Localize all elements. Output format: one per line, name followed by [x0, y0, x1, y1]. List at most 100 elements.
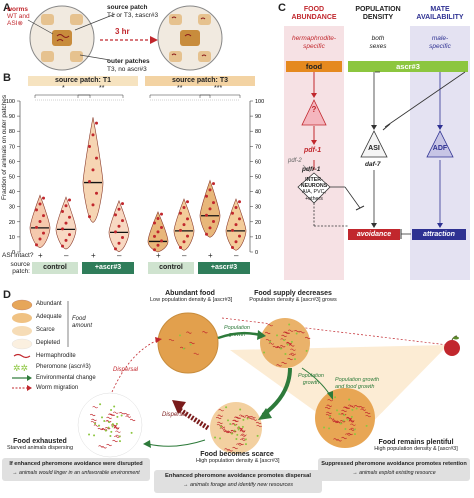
worm — [129, 418, 136, 422]
attraction-box: attraction — [412, 229, 466, 240]
pheromone-speck — [225, 406, 228, 409]
pop-growth2: growth — [228, 331, 246, 338]
migration-icon — [27, 385, 32, 391]
exhausted-sub: Starved animals dispersing — [6, 445, 74, 451]
inter-line4: +others — [305, 195, 323, 202]
legend-abundant: Abundant — [36, 301, 62, 307]
data-point — [205, 213, 208, 217]
population-density-header: POPULATION DENSITY — [348, 6, 408, 22]
box1-title: If enhanced pheromone avoidance were dis… — [9, 461, 143, 467]
pdf1-label: pdf-1 — [304, 147, 322, 154]
scarce-swatch — [12, 326, 32, 336]
pheromone-speck — [111, 425, 114, 428]
pheromone-speck — [182, 347, 185, 350]
pheromone-speck — [286, 343, 289, 346]
col3-line1: MATE — [430, 6, 450, 13]
pheromone-speck — [348, 398, 351, 401]
pheromone-speck — [109, 434, 112, 437]
group2-title: source patch: T3 — [145, 76, 255, 86]
pop-growth-label-1: Population growth — [224, 325, 250, 338]
asi-intact-label: ASI intact? — [2, 252, 34, 259]
pheromone-speck — [230, 432, 233, 435]
apple-icon — [444, 340, 460, 356]
worm — [299, 331, 305, 334]
y-tick-label: 70 — [9, 144, 15, 150]
food-abundance-header: FOOD ABUNDANCE — [284, 6, 344, 22]
data-point — [208, 226, 212, 230]
sig-2b: *** — [214, 85, 223, 92]
pheromone-speck — [113, 405, 116, 408]
dispersal-box: Enhanced pheromone avoidance promotes di… — [154, 470, 322, 493]
pheromone-speck — [263, 351, 266, 354]
adf-triangle — [426, 130, 454, 158]
question-mark: ? — [311, 105, 317, 114]
pheromone-speck — [244, 438, 247, 441]
pheromone-speck — [118, 435, 121, 438]
pheromone-speck — [107, 426, 110, 429]
worm — [348, 420, 355, 423]
worm — [115, 430, 121, 433]
ascr-tag: +ascr#3 — [82, 262, 134, 274]
pheromone-speck — [355, 407, 358, 410]
worm — [255, 421, 262, 425]
worm — [281, 334, 287, 337]
worm — [264, 331, 271, 335]
pheromone-speck — [284, 352, 287, 355]
sig-1b: ** — [99, 85, 105, 92]
worm — [109, 413, 116, 416]
worm — [223, 429, 229, 432]
pop-growth1: Population — [224, 325, 250, 331]
pheromone-speck — [233, 429, 236, 432]
amount-word: amount — [72, 323, 93, 329]
pheromone-speck — [103, 419, 106, 422]
data-point — [68, 215, 71, 219]
outer-patch — [41, 51, 54, 62]
asi-minus: – — [234, 251, 239, 260]
worm — [347, 432, 353, 436]
worm — [359, 406, 365, 409]
worm — [346, 417, 352, 420]
hermaphrodite-icon — [13, 353, 31, 359]
mate-availability-header: MATE AVAILABILITY — [410, 6, 470, 22]
worm — [217, 414, 223, 417]
data-point — [95, 191, 98, 195]
worm — [290, 352, 297, 355]
worm — [251, 418, 257, 421]
pheromone-speck — [234, 424, 237, 427]
asi-triangle — [360, 130, 388, 158]
worm — [284, 331, 291, 334]
worm — [111, 424, 117, 427]
pheromone-speck — [120, 414, 123, 417]
pheromone-speck — [220, 425, 223, 428]
pheromone-speck — [189, 343, 192, 346]
worm — [92, 406, 98, 409]
pop-food1: Population growth — [335, 377, 380, 383]
sig-1a: * — [62, 85, 65, 92]
asi-minus: – — [64, 251, 69, 260]
decreasing-food-circle — [260, 318, 310, 368]
plentiful-caption: Food remains plentiful High population d… — [368, 439, 464, 453]
data-point — [38, 219, 42, 223]
box3-sub: → animals exploit existing resource — [352, 470, 436, 476]
data-point — [91, 203, 95, 207]
decrease-title: Food supply decreases — [254, 290, 332, 297]
pheromone-speck — [110, 409, 113, 412]
exhausted-caption: Food exhausted Starved animals dispersin… — [5, 438, 75, 452]
data-point — [121, 236, 124, 240]
male-line1: male- — [431, 35, 449, 42]
both-sexes-label: both sexes — [348, 35, 408, 50]
worm — [241, 433, 247, 436]
group1-title: source patch: T1 — [28, 76, 138, 86]
worm — [279, 345, 286, 348]
outer-patches-label: outer patches T3, no ascr#3 — [107, 58, 150, 73]
retention-box: Suppressed pheromone avoidance promotes … — [318, 458, 470, 481]
pheromone-speck — [88, 433, 91, 436]
box2-sub: → animals forage and identify new resour… — [182, 482, 294, 488]
data-point — [156, 230, 160, 234]
worm — [326, 404, 332, 407]
pheromone-speck — [110, 430, 113, 433]
worm — [276, 364, 282, 367]
data-point — [186, 234, 189, 238]
col1-line2: ABUNDANCE — [291, 14, 337, 21]
pheromone-speck — [229, 422, 232, 425]
